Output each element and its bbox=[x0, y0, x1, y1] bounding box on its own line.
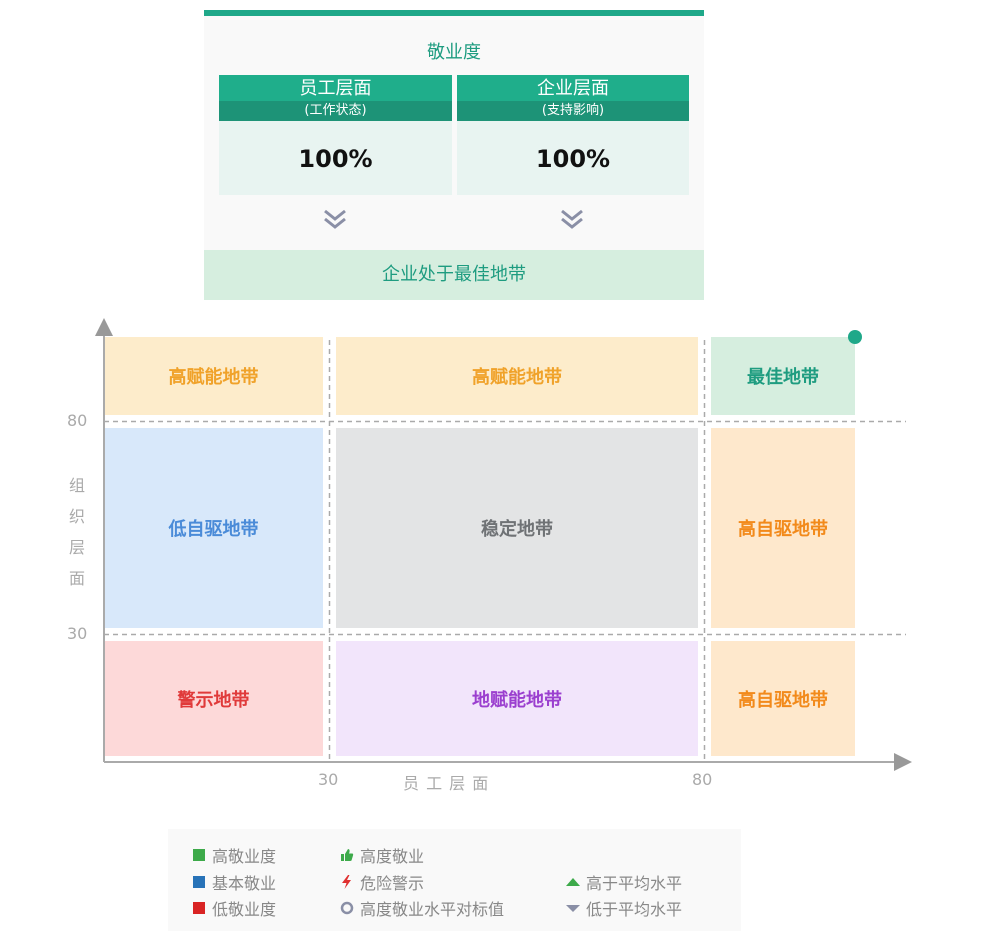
legend-label: 危险警示 bbox=[360, 874, 425, 893]
legend-label: 高度敬业 bbox=[360, 847, 425, 866]
zone-top-right: 最佳地带 bbox=[711, 337, 855, 415]
matrix-axes bbox=[95, 318, 912, 771]
card-accent-bar bbox=[204, 10, 704, 16]
double-chevron-down-icon bbox=[324, 209, 346, 229]
zone-mid-right: 高自驱地带 bbox=[711, 428, 855, 628]
zone-bot-mid: 地赋能地带 bbox=[336, 641, 698, 756]
legend-item-basic-engagement: 基本敬业 bbox=[192, 872, 277, 893]
blue-square-icon bbox=[192, 875, 206, 889]
employee-dimension-title: 员工层面 bbox=[219, 75, 452, 101]
card-title: 敬业度 bbox=[427, 42, 481, 63]
zone-top-left: 高赋能地带 bbox=[104, 337, 323, 415]
employee-dimension-subtitle: (工作状态) bbox=[219, 101, 452, 121]
legend-label: 低敬业度 bbox=[212, 900, 277, 919]
x-axis-arrow-icon bbox=[894, 753, 912, 771]
legend-label: 低于平均水平 bbox=[586, 900, 683, 919]
enterprise-dimension-subtitle: (支持影响) bbox=[457, 101, 689, 121]
zone-top-mid: 高赋能地带 bbox=[336, 337, 698, 415]
score-marker bbox=[848, 330, 862, 344]
legend-item-highly-engaged: 高度敬业 bbox=[340, 845, 425, 866]
x-tick-80: 80 bbox=[692, 770, 713, 789]
legend-item-low-engagement: 低敬业度 bbox=[192, 898, 277, 919]
enterprise-dimension: 企业层面 (支持影响) 100% bbox=[457, 75, 689, 195]
x-axis-label: 员 工 层 面 bbox=[403, 774, 490, 793]
legend-item-danger-warning: 危险警示 bbox=[340, 872, 425, 893]
lightning-icon bbox=[340, 875, 354, 889]
enterprise-dimension-value: 100% bbox=[457, 121, 689, 195]
y-tick-80: 80 bbox=[67, 411, 88, 430]
ring-icon bbox=[340, 901, 354, 915]
legend-label: 基本敬业 bbox=[212, 874, 277, 893]
thumbs-up-icon bbox=[340, 848, 354, 862]
employee-dimension-value: 100% bbox=[219, 121, 452, 195]
legend-item-benchmark: 高度敬业水平对标值 bbox=[340, 898, 505, 919]
enterprise-dimension-title: 企业层面 bbox=[457, 75, 689, 101]
y-axis-label: 组 织 层 面 bbox=[68, 476, 85, 588]
x-tick-30: 30 bbox=[318, 770, 339, 789]
legend-label: 高于平均水平 bbox=[586, 874, 683, 893]
engagement-status: 企业处于最佳地带 bbox=[204, 250, 704, 300]
legend-label: 高度敬业水平对标值 bbox=[360, 900, 505, 919]
y-tick-30: 30 bbox=[67, 624, 88, 643]
y-axis-arrow-icon bbox=[95, 318, 113, 336]
zone-bot-left: 警示地带 bbox=[104, 641, 323, 756]
engagement-card: 敬业度 员工层面 (工作状态) 100% 企业层面 (支持影响) 100% 企业… bbox=[204, 10, 704, 300]
zone-bot-right: 高自驱地带 bbox=[711, 641, 855, 756]
legend-item-below-average: 低于平均水平 bbox=[566, 898, 683, 919]
triangle-up-icon bbox=[566, 875, 580, 889]
zone-mid-left: 低自驱地带 bbox=[104, 428, 323, 628]
red-square-icon bbox=[192, 901, 206, 915]
zone-mid-mid: 稳定地带 bbox=[336, 428, 698, 628]
legend-item-above-average: 高于平均水平 bbox=[566, 872, 683, 893]
employee-dimension: 员工层面 (工作状态) 100% bbox=[219, 75, 452, 195]
double-chevron-down-icon bbox=[561, 209, 583, 229]
legend-item-high-engagement: 高敬业度 bbox=[192, 845, 277, 866]
engagement-matrix: 高赋能地带 高赋能地带 最佳地带 低自驱地带 稳定地带 高自驱地带 警示地带 地… bbox=[0, 310, 997, 805]
triangle-down-icon bbox=[566, 901, 580, 915]
green-square-icon bbox=[192, 848, 206, 862]
legend: 高敬业度 基本敬业 低敬业度 高度敬业 危险警示 高度敬 bbox=[168, 829, 741, 931]
legend-label: 高敬业度 bbox=[212, 847, 277, 866]
